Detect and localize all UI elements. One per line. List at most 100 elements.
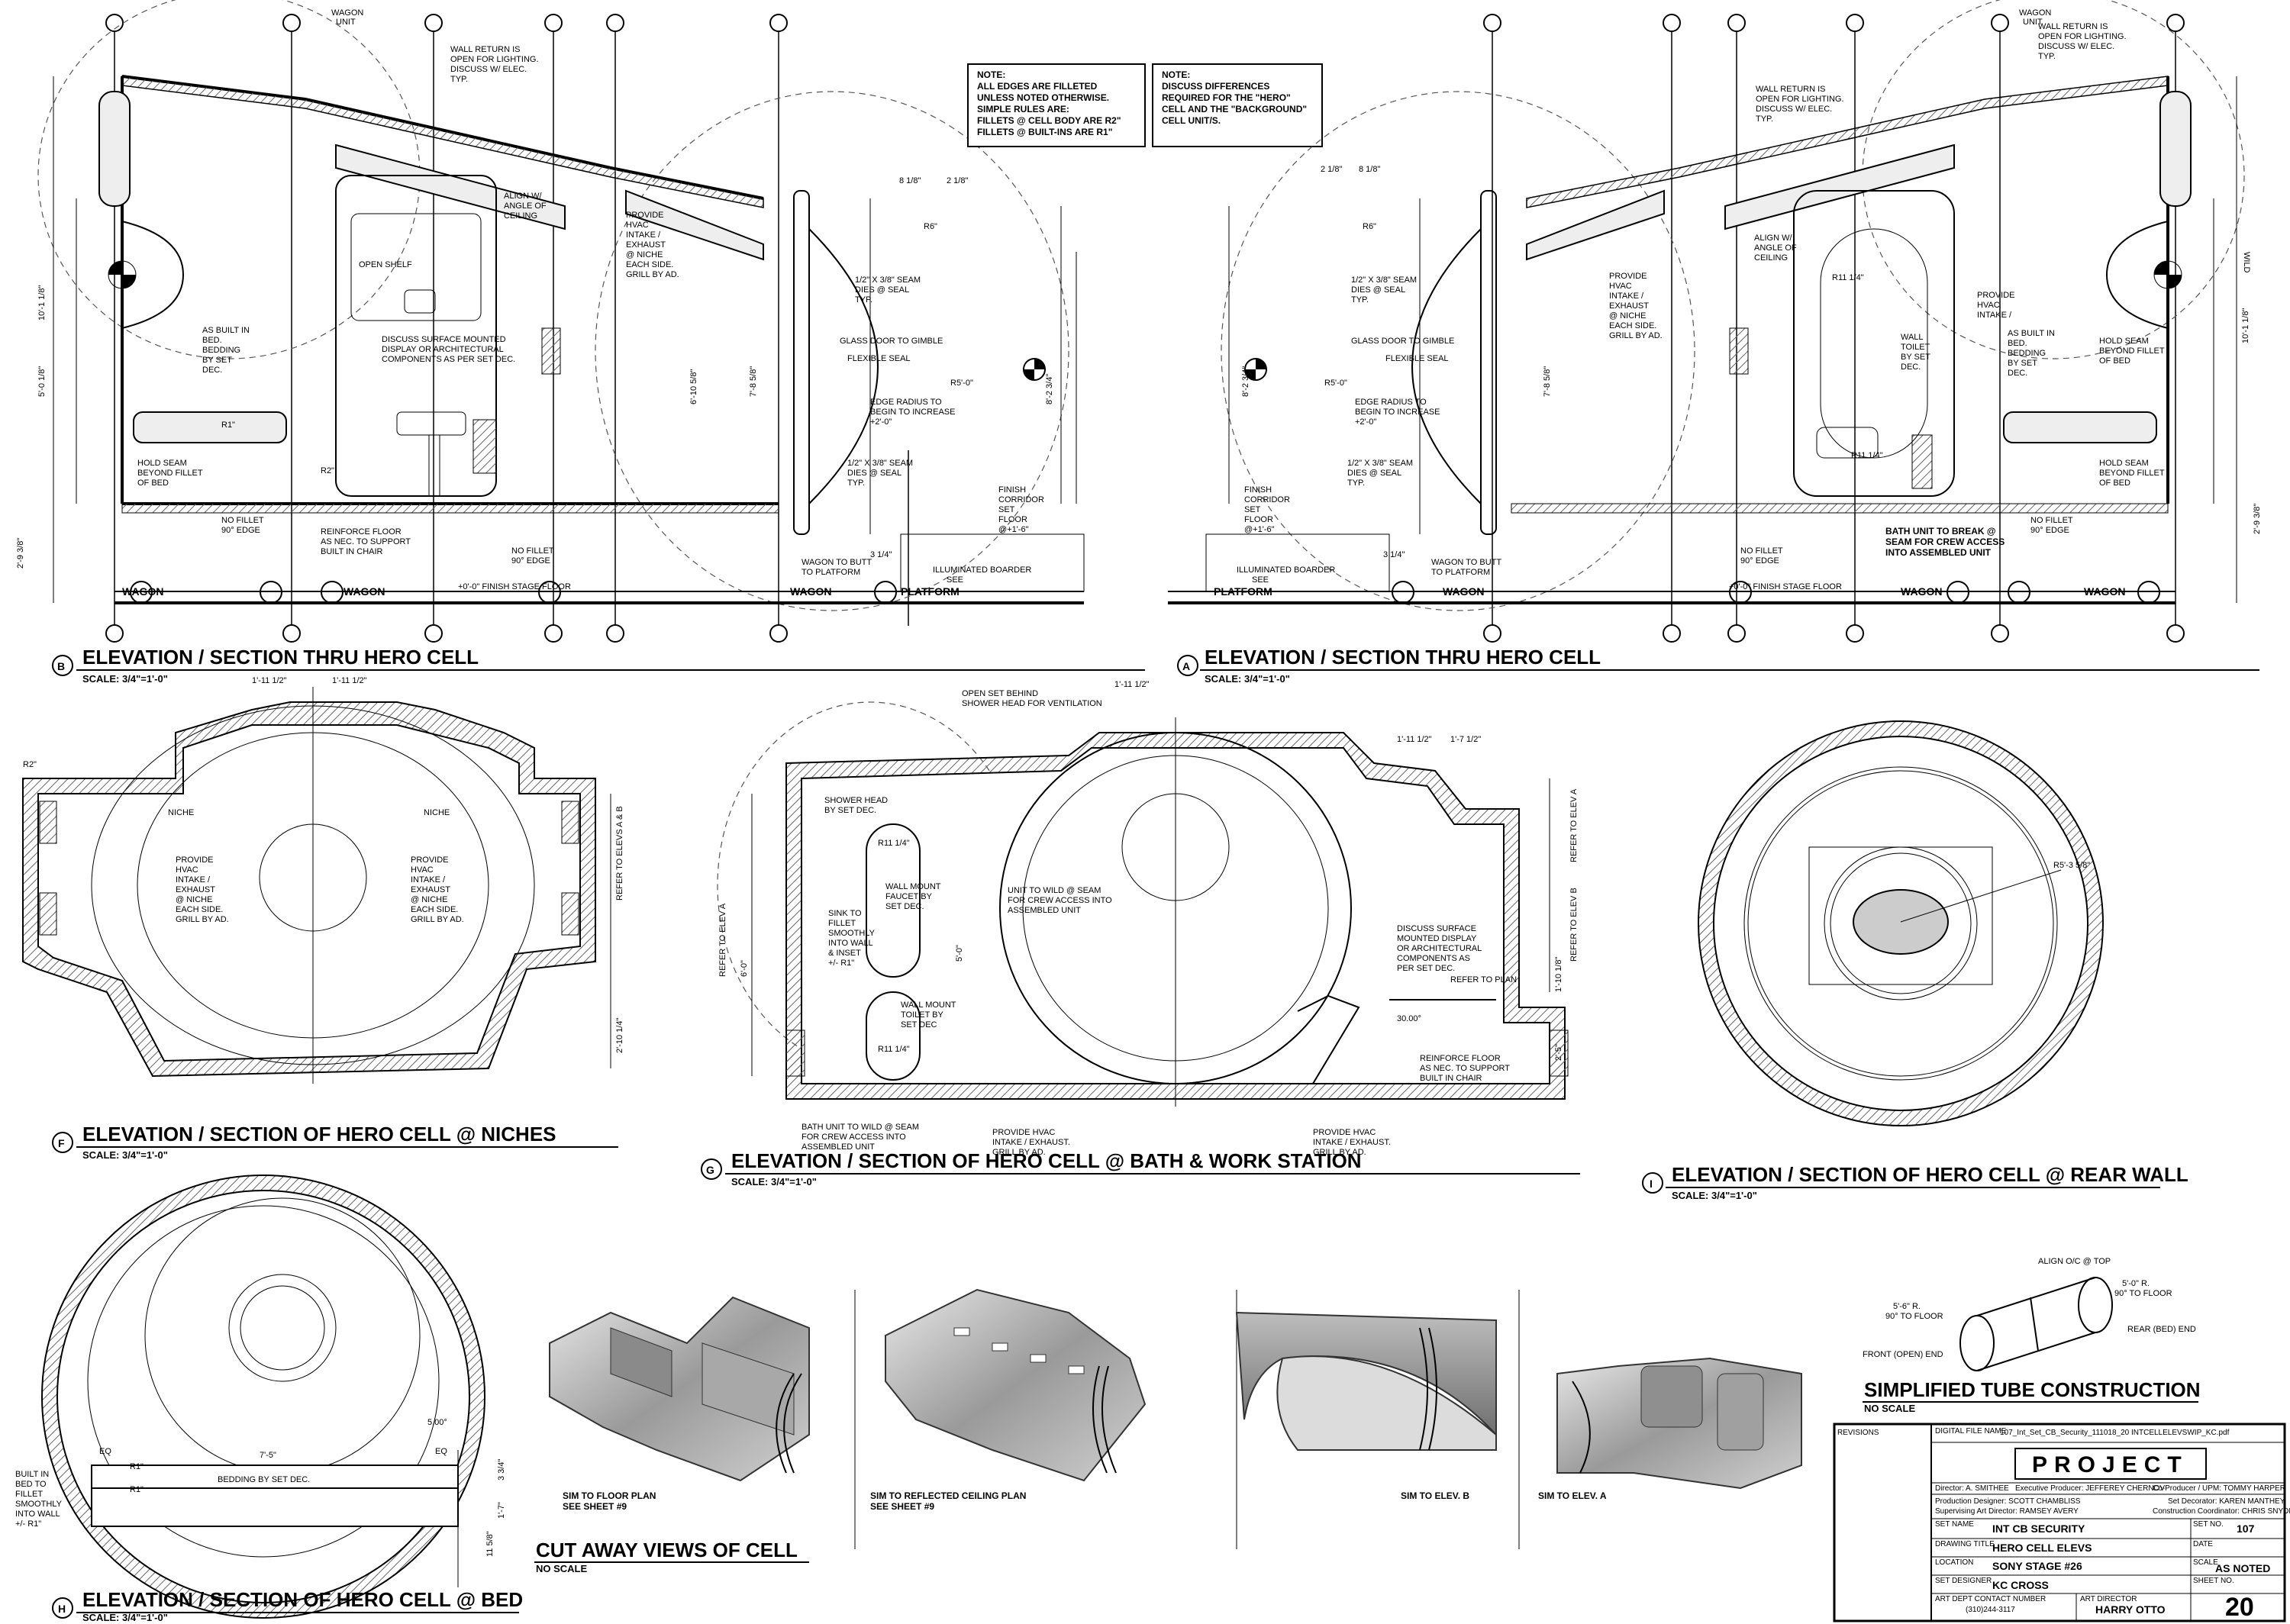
svg-text:INTO WALL: INTO WALL — [15, 1510, 60, 1519]
svg-text:REINFORCE FLOOR: REINFORCE FLOOR — [1420, 1054, 1501, 1063]
svg-text:+/- R1": +/- R1" — [15, 1519, 41, 1529]
svg-text:PROVIDE: PROVIDE — [626, 211, 664, 220]
view-i-elevation: R5'-3 5/8" — [1698, 720, 2104, 1126]
svg-text:DISCUSS SURFACE MOUNTED: DISCUSS SURFACE MOUNTED — [382, 335, 506, 344]
svg-text:11 5/8": 11 5/8" — [485, 1531, 495, 1557]
svg-text:1/2" X 3/8" SEAM: 1/2" X 3/8" SEAM — [1351, 276, 1417, 285]
svg-text:FLOOR: FLOOR — [1244, 515, 1273, 524]
svg-text:2 1/8": 2 1/8" — [1321, 165, 1342, 174]
svg-text:2'-9 3/8": 2'-9 3/8" — [16, 538, 25, 569]
svg-text:@ NICHE: @ NICHE — [1609, 311, 1646, 321]
note-2-line: NOTE: — [1162, 69, 1190, 80]
note-1-line: ALL EDGES ARE FILLETED — [977, 81, 1098, 92]
svg-text:NO FILLET: NO FILLET — [221, 516, 264, 525]
svg-text:SEAM FOR CREW ACCESS: SEAM FOR CREW ACCESS — [1885, 536, 2005, 547]
svg-text:OPEN SHELF: OPEN SHELF — [359, 260, 412, 269]
svg-text:EQ: EQ — [99, 1447, 111, 1456]
svg-text:SEE: SEE — [1252, 575, 1269, 585]
svg-text:BY SET: BY SET — [1901, 353, 1930, 362]
svg-text:UNIT TO WILD @ SEAM: UNIT TO WILD @ SEAM — [1008, 886, 1101, 895]
svg-text:TYP.: TYP. — [1351, 295, 1369, 304]
svg-text:INTAKE /: INTAKE / — [1977, 311, 2012, 320]
svg-text:UNIT: UNIT — [2023, 18, 2043, 27]
svg-text:REFER TO PLAN: REFER TO PLAN — [1450, 975, 1517, 984]
svg-text:HVAC: HVAC — [411, 865, 434, 875]
annotations-a: WAGON UNIT WALL RETURN IS OPEN FOR LIGHT… — [1214, 8, 2262, 598]
svg-text:FOR CREW ACCESS INTO: FOR CREW ACCESS INTO — [802, 1133, 906, 1142]
view-letter: I — [1650, 1178, 1653, 1190]
set-name-label: SET NAME — [1935, 1520, 1974, 1529]
view-h-elevation: BUILT IN BED TO FILLET SMOOTHLY INTO WAL… — [15, 1174, 506, 1619]
cutaway-caption: SIM TO ELEV. A — [1538, 1490, 1607, 1501]
wagon-label: WAGON — [1443, 585, 1484, 598]
svg-text:R11 1/4": R11 1/4" — [1851, 451, 1883, 460]
finish-floor-label: +0'-0" FINISH STAGE FLOOR — [458, 582, 571, 591]
svg-text:R11 1/4": R11 1/4" — [878, 839, 910, 848]
cutaway-caption: SIM TO REFLECTED CEILING PLAN — [870, 1490, 1026, 1501]
svg-text:ILLUMINATED BOARDER: ILLUMINATED BOARDER — [1237, 566, 1335, 575]
svg-text:GRILL BY AD.: GRILL BY AD. — [411, 915, 464, 924]
svg-text:7'-8 5/8": 7'-8 5/8" — [1543, 366, 1552, 397]
grid-lines-a — [1483, 14, 2185, 643]
digital-file-label: DIGITAL FILE NAME — [1935, 1427, 2007, 1436]
svg-text:BY SET: BY SET — [2008, 359, 2037, 368]
svg-text:90° EDGE: 90° EDGE — [511, 556, 550, 566]
scale-value: AS NOTED — [2215, 1562, 2270, 1574]
svg-text:DIES @ SEAL: DIES @ SEAL — [855, 285, 909, 295]
view-a-elevation — [1168, 0, 2245, 643]
svg-text:WAGON: WAGON — [331, 8, 363, 18]
svg-text:@ NICHE: @ NICHE — [176, 895, 212, 904]
svg-text:1/2" X 3/8" SEAM: 1/2" X 3/8" SEAM — [855, 276, 921, 285]
svg-text:AS NEC. TO SUPPORT: AS NEC. TO SUPPORT — [321, 537, 411, 546]
view-title: ELEVATION / SECTION OF HERO CELL @ BED — [82, 1588, 523, 1611]
svg-text:1'-11 1/2": 1'-11 1/2" — [1114, 680, 1150, 689]
svg-text:8 1/8": 8 1/8" — [1359, 165, 1380, 174]
svg-text:EXHAUST: EXHAUST — [626, 240, 666, 250]
svg-text:3 1/4": 3 1/4" — [870, 550, 892, 559]
view-a-title: A ELEVATION / SECTION THRU HERO CELL SCA… — [1177, 646, 2259, 685]
wagon-label: WAGON — [122, 585, 163, 598]
svg-text:TOILET BY: TOILET BY — [901, 1010, 944, 1020]
svg-text:+2'-0": +2'-0" — [870, 417, 892, 427]
svg-text:+2'-0": +2'-0" — [1355, 417, 1376, 427]
svg-text:WALL RETURN IS: WALL RETURN IS — [2038, 22, 2108, 31]
svg-text:INTO WALL: INTO WALL — [828, 939, 873, 948]
svg-text:WALL: WALL — [1901, 333, 1924, 342]
svg-text:OF BED: OF BED — [137, 478, 169, 488]
svg-text:TYP.: TYP. — [2038, 52, 2056, 61]
svg-text:6'-10 5/8": 6'-10 5/8" — [689, 369, 698, 404]
svg-text:PROVIDE: PROVIDE — [1977, 291, 2015, 300]
tube-construction: ALIGN O/C @ TOP 5'-0" R. 90° TO FLOOR 5'… — [1863, 1257, 2201, 1414]
svg-text:OF BED: OF BED — [2099, 478, 2130, 488]
svg-text:OPEN FOR LIGHTING.: OPEN FOR LIGHTING. — [1756, 95, 1844, 104]
svg-text:WAGON: WAGON — [2019, 8, 2051, 18]
svg-text:FLEXIBLE SEAL: FLEXIBLE SEAL — [1385, 354, 1449, 363]
svg-text:EQ: EQ — [435, 1447, 447, 1456]
prod-designer: Production Designer: SCOTT CHAMBLISS — [1935, 1497, 2081, 1506]
svg-text:R5'-0": R5'-0" — [950, 379, 973, 388]
cutaway-views: SIM TO FLOOR PLAN SEE SHEET #9 SIM TO RE… — [534, 1288, 1802, 1574]
svg-text:BUILT IN CHAIR: BUILT IN CHAIR — [321, 547, 383, 556]
svg-text:1'-11 1/2": 1'-11 1/2" — [332, 676, 367, 685]
svg-text:EXHAUST: EXHAUST — [176, 885, 215, 894]
finish-floor-label: +0'-0" FINISH STAGE FLOOR — [1729, 582, 1842, 591]
svg-text:DISCUSS SURFACE: DISCUSS SURFACE — [1397, 924, 1476, 933]
svg-text:COMPONENTS AS: COMPONENTS AS — [1397, 954, 1470, 963]
svg-text:FINISH: FINISH — [1244, 485, 1272, 495]
svg-text:ANGLE OF: ANGLE OF — [504, 201, 547, 211]
svg-text:HVAC: HVAC — [1609, 282, 1632, 291]
svg-text:8'-2 3/4": 8'-2 3/4" — [1241, 366, 1250, 397]
platform-label: PLATFORM — [901, 585, 960, 598]
svg-text:SMOOTHLY: SMOOTHLY — [15, 1500, 63, 1509]
svg-text:R6": R6" — [1363, 222, 1376, 231]
svg-text:BEDDING: BEDDING — [202, 346, 240, 355]
view-letter: A — [1182, 660, 1190, 672]
svg-text:1'-11 1/2": 1'-11 1/2" — [252, 676, 287, 685]
svg-text:FLOOR: FLOOR — [998, 515, 1027, 524]
svg-text:6'-0": 6'-0" — [740, 960, 749, 977]
svg-text:WALL RETURN IS: WALL RETURN IS — [450, 45, 520, 54]
svg-text:OPEN FOR LIGHTING.: OPEN FOR LIGHTING. — [450, 55, 539, 64]
svg-text:TO PLATFORM: TO PLATFORM — [802, 568, 860, 577]
wagon-label: WAGON — [344, 585, 385, 598]
svg-text:90° TO FLOOR: 90° TO FLOOR — [2114, 1289, 2172, 1298]
